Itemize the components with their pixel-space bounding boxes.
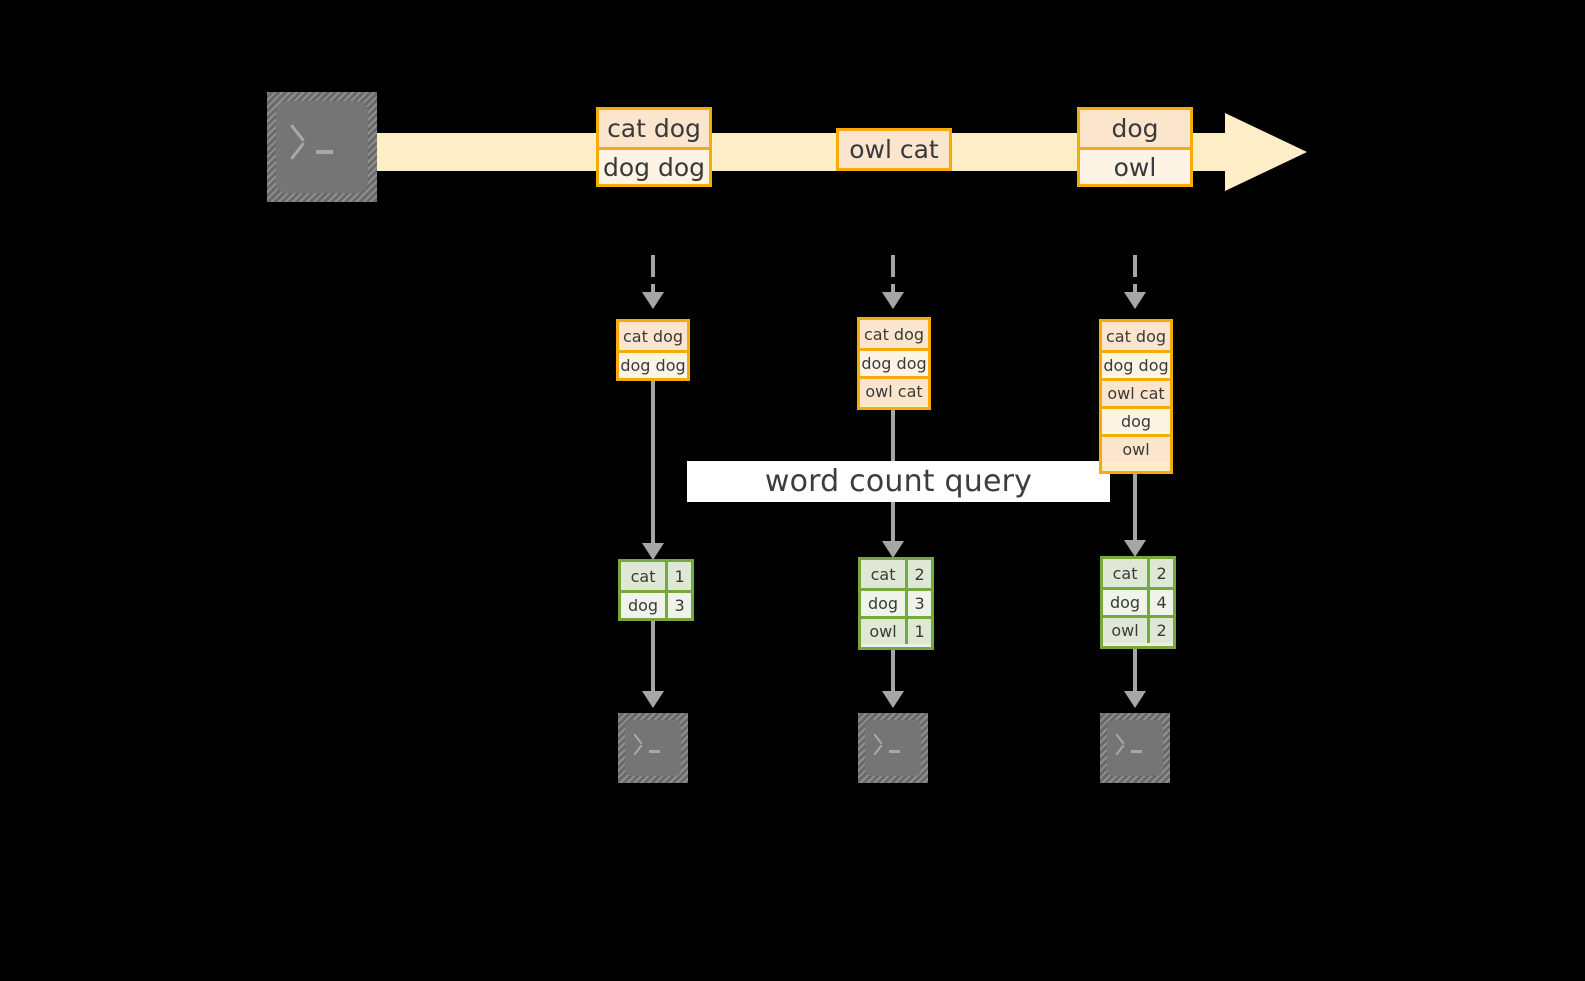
- query-banner: word count query: [687, 461, 1110, 502]
- stream-record-row: owl cat: [839, 131, 949, 168]
- result-table-1: cat 1 dog 3: [618, 559, 694, 621]
- table-cell-word: cat: [861, 560, 906, 588]
- snapshot-row: dog dog: [860, 348, 928, 376]
- feed-arrow-head-icon: [642, 292, 664, 309]
- table-cell-count: 1: [665, 562, 691, 590]
- query-connector-arrow-icon: [882, 541, 904, 558]
- stream-record-1: cat dog dog dog: [596, 107, 712, 187]
- snapshot-row: cat dog: [860, 320, 928, 348]
- snapshot-row: dog: [1102, 406, 1170, 434]
- table-row: dog 4: [1103, 587, 1173, 615]
- prompt-chevron-lower-icon: [1115, 744, 1125, 756]
- snapshot-row: dog dog: [1102, 350, 1170, 378]
- sink-terminal-icon-1: [618, 713, 688, 783]
- stream-record-3: dog owl: [1077, 107, 1193, 187]
- snapshot-box-1: cat dog dog dog: [616, 319, 690, 381]
- feed-arrow-head-icon: [1124, 292, 1146, 309]
- feed-dash-segment: [1133, 284, 1137, 294]
- prompt-cursor-icon: [1131, 749, 1143, 753]
- query-connector-arrow-icon: [1124, 540, 1146, 557]
- feed-dash-segment: [651, 255, 655, 277]
- terminal-face: [625, 720, 681, 776]
- prompt-chevron-upper-icon: [873, 734, 883, 745]
- feed-dash-segment: [891, 255, 895, 277]
- prompt-chevron-lower-icon: [290, 141, 306, 160]
- sink-connector-arrow-icon: [1124, 691, 1146, 708]
- snapshot-row: owl cat: [1102, 378, 1170, 406]
- table-cell-word: dog: [861, 591, 906, 616]
- feed-arrow-head-icon: [882, 292, 904, 309]
- table-cell-count: 3: [665, 593, 691, 618]
- snapshot-box-3-overlay: cat dog dog dog owl cat dog owl: [1099, 319, 1173, 474]
- source-terminal-icon: [267, 92, 377, 202]
- table-cell-count: 1: [905, 619, 931, 644]
- sink-terminal-icon-2: [858, 713, 928, 783]
- prompt-cursor-icon: [649, 749, 661, 753]
- snapshot-row: owl: [1102, 434, 1170, 462]
- sink-connector-1: [651, 621, 655, 695]
- terminal-face: [865, 720, 921, 776]
- sink-terminal-icon-3: [1100, 713, 1170, 783]
- query-connector-1: [651, 381, 655, 548]
- stream-record-row: dog: [1080, 110, 1190, 147]
- stream-record-row: owl: [1080, 147, 1190, 184]
- table-cell-word: cat: [621, 562, 666, 590]
- table-cell-count: 2: [1147, 559, 1173, 587]
- stream-arrow-head-icon: [1225, 113, 1307, 191]
- query-connector-arrow-icon: [642, 543, 664, 560]
- query-connector-3: [1133, 474, 1137, 544]
- prompt-chevron-lower-icon: [633, 744, 643, 756]
- table-row: cat 1: [621, 562, 691, 590]
- stream-record-row: cat dog: [599, 110, 709, 147]
- table-row: owl 1: [861, 616, 931, 644]
- table-cell-word: owl: [1103, 618, 1148, 643]
- feed-dash-segment: [1133, 255, 1137, 277]
- prompt-chevron-upper-icon: [633, 734, 643, 745]
- table-cell-count: 2: [905, 560, 931, 588]
- query-banner-label: word count query: [764, 464, 1033, 499]
- prompt-chevron-lower-icon: [873, 744, 883, 756]
- table-row: owl 2: [1103, 615, 1173, 643]
- table-cell-count: 2: [1147, 618, 1173, 643]
- prompt-cursor-icon: [889, 749, 901, 753]
- snapshot-row: dog dog: [619, 350, 687, 378]
- sink-connector-arrow-icon: [882, 691, 904, 708]
- terminal-face: [276, 101, 368, 193]
- feed-dash-segment: [891, 284, 895, 294]
- table-cell-count: 4: [1147, 590, 1173, 615]
- prompt-cursor-icon: [315, 149, 333, 154]
- table-cell-word: owl: [861, 619, 906, 644]
- table-cell-count: 3: [905, 591, 931, 616]
- stream-record-2: owl cat: [836, 128, 952, 171]
- sink-connector-2: [891, 650, 895, 695]
- feed-dash-segment: [651, 284, 655, 294]
- table-row: dog 3: [861, 588, 931, 616]
- prompt-chevron-upper-icon: [1115, 734, 1125, 745]
- table-row: cat 2: [861, 560, 931, 588]
- snapshot-row: cat dog: [619, 322, 687, 350]
- result-table-3: cat 2 dog 4 owl 2: [1100, 556, 1176, 649]
- stream-record-row: dog dog: [599, 147, 709, 184]
- table-cell-word: dog: [621, 593, 666, 618]
- sink-connector-3: [1133, 649, 1137, 695]
- table-cell-word: cat: [1103, 559, 1148, 587]
- result-table-2: cat 2 dog 3 owl 1: [858, 557, 934, 650]
- snapshot-row: owl cat: [860, 376, 928, 404]
- snapshot-box-2: cat dog dog dog owl cat: [857, 317, 931, 410]
- terminal-face: [1107, 720, 1163, 776]
- snapshot-row: cat dog: [1102, 322, 1170, 350]
- table-cell-word: dog: [1103, 590, 1148, 615]
- prompt-chevron-upper-icon: [290, 124, 306, 142]
- table-row: cat 2: [1103, 559, 1173, 587]
- table-row: dog 3: [621, 590, 691, 618]
- sink-connector-arrow-icon: [642, 691, 664, 708]
